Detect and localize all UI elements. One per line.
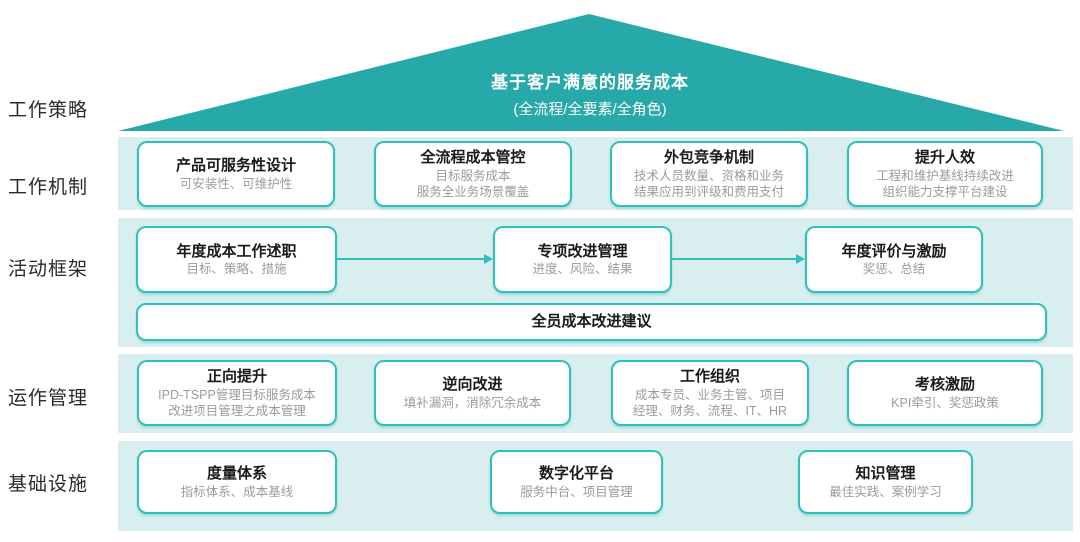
box-subtitle: 目标服务成本	[435, 168, 511, 183]
box-title: 考核激励	[914, 376, 975, 394]
box-subtitle: IPD-TSPP管理目标服务成本	[158, 387, 316, 402]
box-subtitle: 奖惩、总结	[862, 262, 926, 277]
box-title: 年度评价与激励	[841, 242, 947, 260]
box-subtitle: 改进项目管理之成本管理	[168, 403, 306, 418]
box-measurement-system: 度量体系 指标体系、成本基线	[137, 450, 337, 514]
box-annual-cost-report: 年度成本工作述职 目标、策略、措施	[136, 226, 337, 293]
box-subtitle: 可安装性、可维护性	[179, 176, 293, 191]
box-subtitle: 最佳实践、案例学习	[829, 484, 942, 499]
box-product-serviceability: 产品可服务性设计 可安装性、可维护性	[137, 141, 335, 207]
side-label-mechanism: 工作机制	[8, 177, 89, 198]
box-reverse-improvement: 逆向改进 填补漏洞，消除冗余成本	[374, 360, 571, 426]
box-title: 逆向改进	[442, 376, 503, 394]
diagram-title: 基于客户满意的服务成本	[491, 73, 689, 92]
box-digital-platform: 数字化平台 服务中台、项目管理	[490, 450, 663, 514]
box-full-process-cost-control: 全流程成本管控 目标服务成本 服务全业务场景覆盖	[374, 141, 572, 207]
box-title: 全员成本改进建议	[531, 313, 652, 331]
box-subtitle: 指标体系、成本基线	[180, 484, 294, 499]
box-subtitle: 目标、策略、措施	[186, 262, 287, 277]
box-subtitle: 技术人员数量、资格和业务	[633, 168, 784, 183]
box-subtitle: 经理、财务、流程、IT、HR	[632, 403, 788, 418]
box-title: 数字化平台	[538, 465, 614, 483]
box-subtitle: 服务中台、项目管理	[520, 484, 633, 499]
box-title: 工作组织	[679, 368, 740, 385]
side-label-infrastructure: 基础设施	[8, 474, 89, 495]
box-subtitle: 填补漏洞，消除冗余成本	[403, 395, 542, 410]
box-title: 度量体系	[206, 465, 267, 483]
box-positive-improvement: 正向提升 IPD-TSPP管理目标服务成本 改进项目管理之成本管理	[137, 360, 337, 426]
box-title: 提升人效	[914, 149, 975, 166]
box-all-staff-cost-suggestion: 全员成本改进建议	[136, 303, 1047, 341]
diagram-subtitle: (全流程/全要素/全角色)	[513, 101, 667, 118]
box-title: 全流程成本管控	[420, 149, 526, 166]
side-label-activity-frame: 活动框架	[8, 259, 89, 280]
box-annual-evaluation: 年度评价与激励 奖惩、总结	[805, 226, 983, 293]
box-title: 外包竞争机制	[663, 149, 754, 166]
roof-shape	[118, 14, 1064, 131]
box-subtitle: 工程和维护基线持续改进	[876, 168, 1014, 183]
box-subtitle: KPI牵引、奖惩政策	[891, 395, 999, 410]
box-knowledge-management: 知识管理 最佳实践、案例学习	[798, 450, 973, 514]
box-title: 年度成本工作述职	[176, 242, 297, 260]
side-label-strategy: 工作策略	[8, 100, 89, 121]
box-subtitle: 组织能力支撑平台建设	[882, 184, 1008, 199]
box-subtitle: 进度、风险、结果	[532, 262, 633, 277]
arrow-right-icon	[337, 254, 493, 264]
box-title: 知识管理	[855, 465, 916, 483]
roof-triangle	[118, 14, 1064, 131]
box-subtitle: 服务全业务场景覆盖	[416, 184, 530, 199]
box-subtitle: 结果应用到评级和费用支付	[633, 184, 784, 199]
side-label-operations: 运作管理	[8, 388, 89, 409]
box-assessment-incentive: 考核激励 KPI牵引、奖惩政策	[847, 360, 1043, 426]
box-outsourcing-competition: 外包竞争机制 技术人员数量、资格和业务 结果应用到评级和费用支付	[610, 141, 808, 207]
roof-text-block: 基于客户满意的服务成本 (全流程/全要素/全角色)	[420, 68, 760, 119]
box-special-improvement: 专项改进管理 进度、风险、结果	[493, 226, 672, 293]
box-work-organization: 工作组织 成本专员、业务主管、项目 经理、财务、流程、IT、HR	[611, 360, 809, 426]
box-subtitle: 成本专员、业务主管、项目	[634, 387, 785, 402]
box-improve-efficiency: 提升人效 工程和维护基线持续改进 组织能力支撑平台建设	[847, 141, 1043, 207]
box-title: 正向提升	[206, 368, 267, 385]
arrow-right-icon	[672, 254, 805, 264]
box-title: 产品可服务性设计	[175, 157, 296, 175]
box-title: 专项改进管理	[537, 242, 628, 260]
